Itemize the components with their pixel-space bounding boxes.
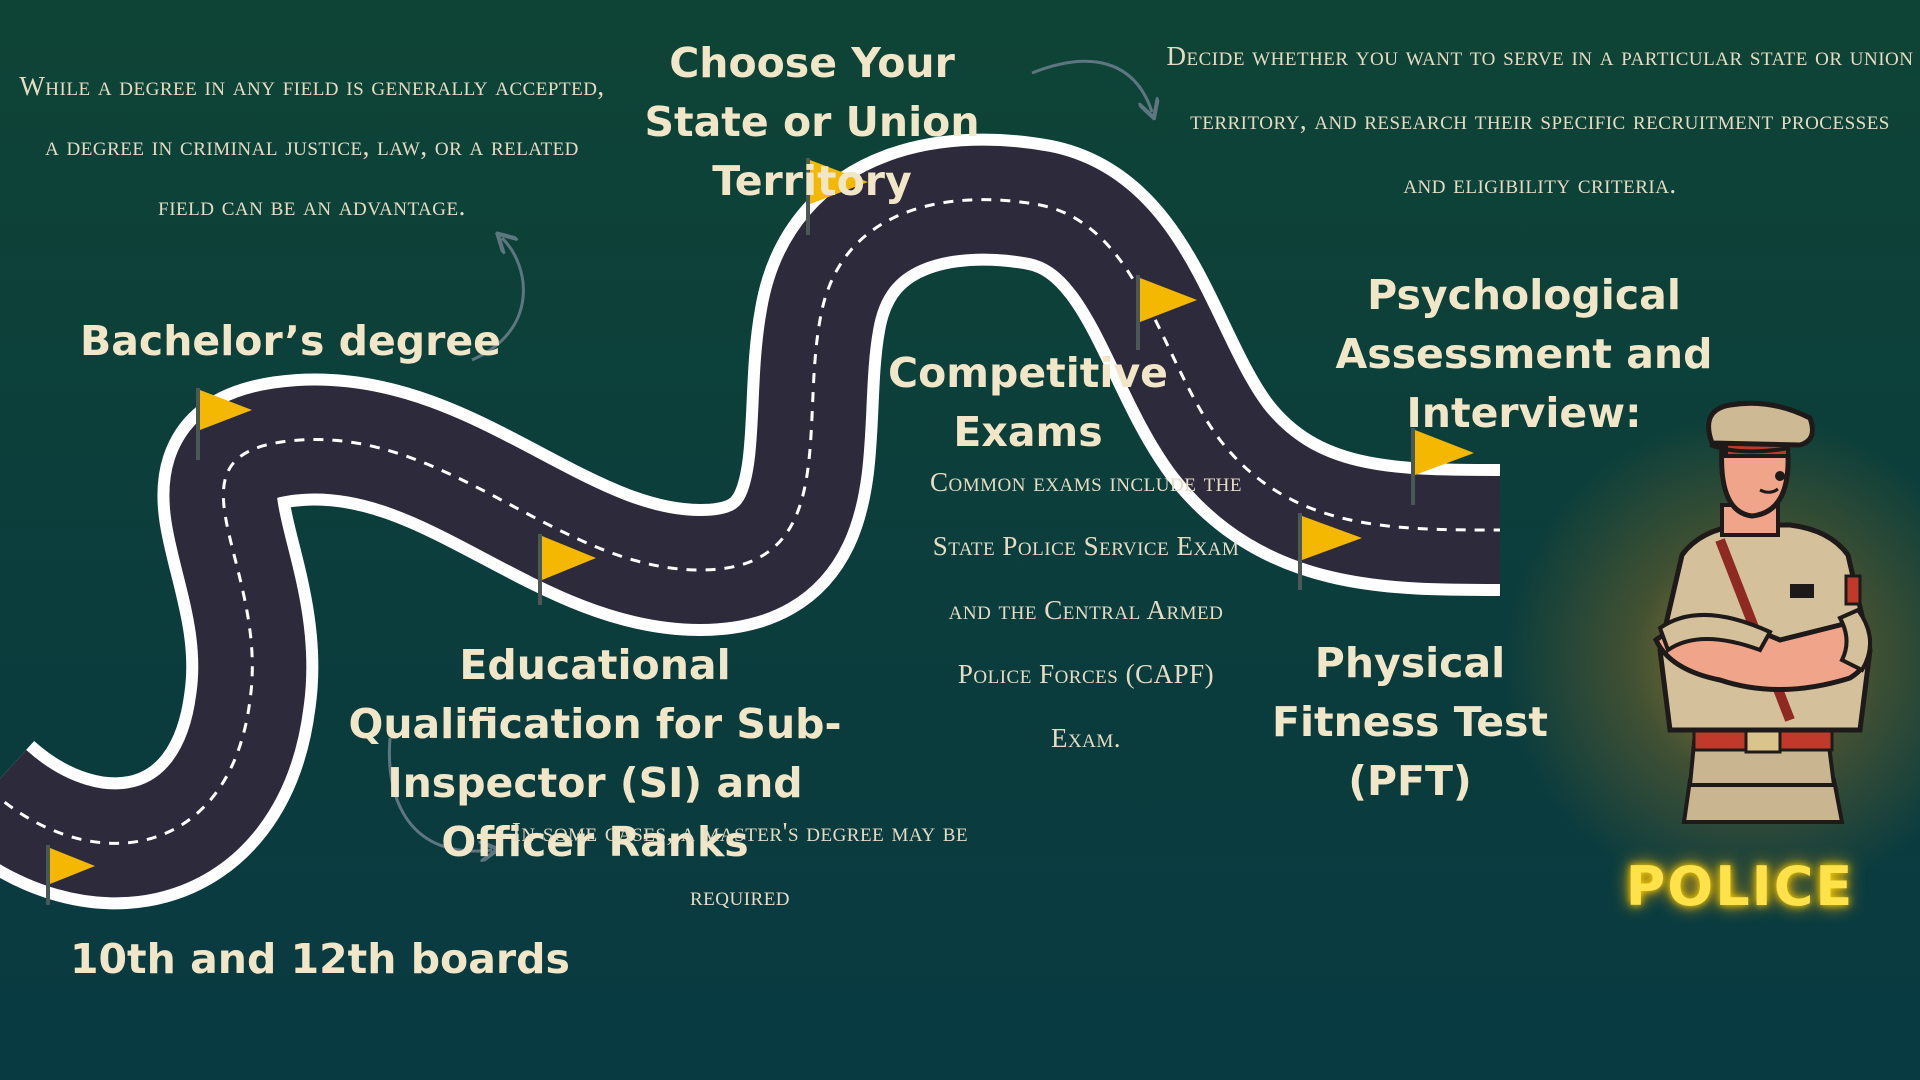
flag-education bbox=[538, 534, 596, 605]
flag-boards bbox=[46, 845, 95, 905]
flag-exams bbox=[1136, 275, 1197, 350]
note-common-exams: Common exams include the State Police Se… bbox=[929, 467, 1243, 753]
flag-psych bbox=[1411, 428, 1474, 505]
note-masters-degree: In some cases, a master's degree may be … bbox=[511, 817, 969, 911]
milestone-education: Educational Qualification for Sub-Inspec… bbox=[348, 641, 842, 866]
flag-pft bbox=[1298, 513, 1362, 590]
milestone-state: Choose Your State or Union Territory bbox=[644, 39, 980, 205]
note-degree-field: While a degree in any field is generally… bbox=[19, 71, 605, 221]
road-path bbox=[0, 133, 1501, 910]
police-badge-label: POLICE bbox=[1625, 855, 1855, 918]
milestone-bachelor: Bachelor’s degree bbox=[80, 317, 501, 365]
arrow-state-to-note bbox=[1031, 59, 1152, 112]
milestone-pft: Physical Fitness Test (PFT) bbox=[1271, 639, 1549, 805]
note-state-research: Decide whether you want to serve in a pa… bbox=[1166, 41, 1914, 199]
milestone-boards: 10th and 12th boards bbox=[70, 935, 570, 983]
milestone-psych: Psychological Assessment and Interview: bbox=[1335, 271, 1713, 437]
police-officer-illustration bbox=[1652, 400, 1873, 824]
milestone-exams: Competitive Exams bbox=[888, 349, 1168, 456]
flag-state bbox=[806, 158, 868, 235]
flag-bachelor bbox=[196, 388, 252, 460]
arrow-bachelor-to-note bbox=[471, 238, 525, 362]
arrow-education-to-note bbox=[387, 737, 492, 851]
